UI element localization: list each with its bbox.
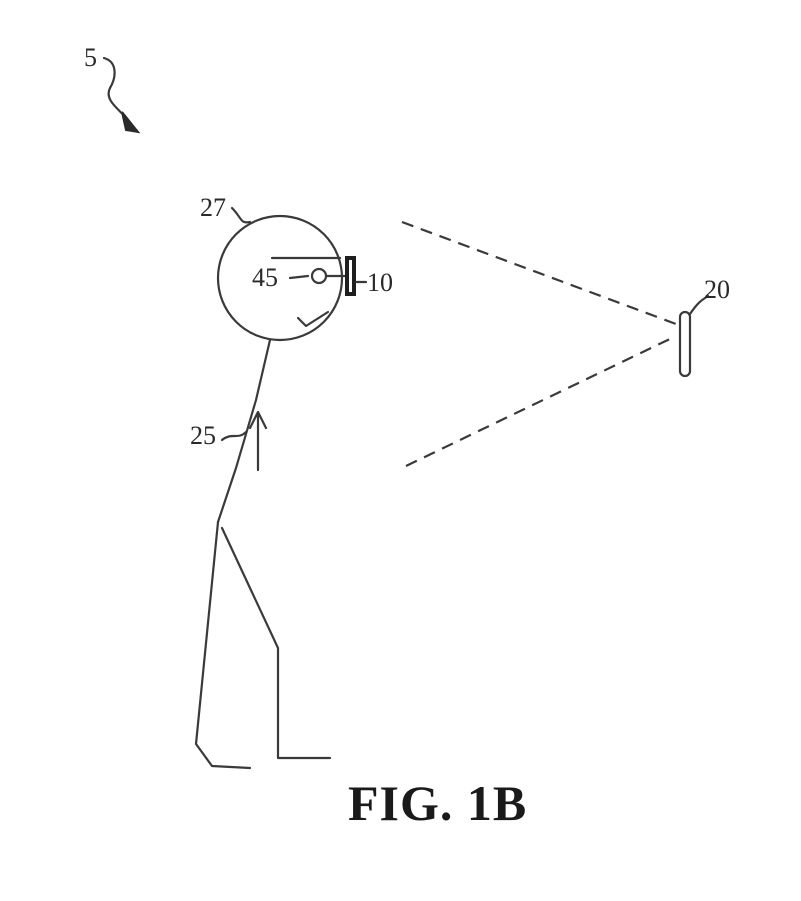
mouth-line <box>296 310 330 328</box>
leader-sensor-45 <box>288 274 310 280</box>
label-user-25: 25 <box>190 421 216 450</box>
torso-line <box>216 338 272 524</box>
label-system-5: 5 <box>84 43 97 72</box>
leader-arrow-5 <box>102 56 130 122</box>
label-head-27: 27 <box>200 193 226 222</box>
label-sensor-45: 45 <box>252 263 278 292</box>
sightline-lower <box>405 335 677 467</box>
head-circle <box>216 214 344 342</box>
leader-target-20 <box>688 294 710 316</box>
arrowhead-5-icon <box>121 111 141 134</box>
label-target-20: 20 <box>704 275 730 304</box>
arrow-user-icon <box>248 410 268 472</box>
figure-caption: FIG. 1B <box>348 775 527 831</box>
left-leg <box>194 520 252 770</box>
sensor-icon <box>310 267 328 285</box>
right-leg <box>220 526 332 760</box>
device-10-body <box>345 256 356 296</box>
leader-head-27 <box>230 206 252 224</box>
label-device-10: 10 <box>367 268 393 297</box>
sightline-upper <box>401 220 677 326</box>
target-20-object <box>678 310 692 378</box>
leader-user-25 <box>220 430 248 442</box>
